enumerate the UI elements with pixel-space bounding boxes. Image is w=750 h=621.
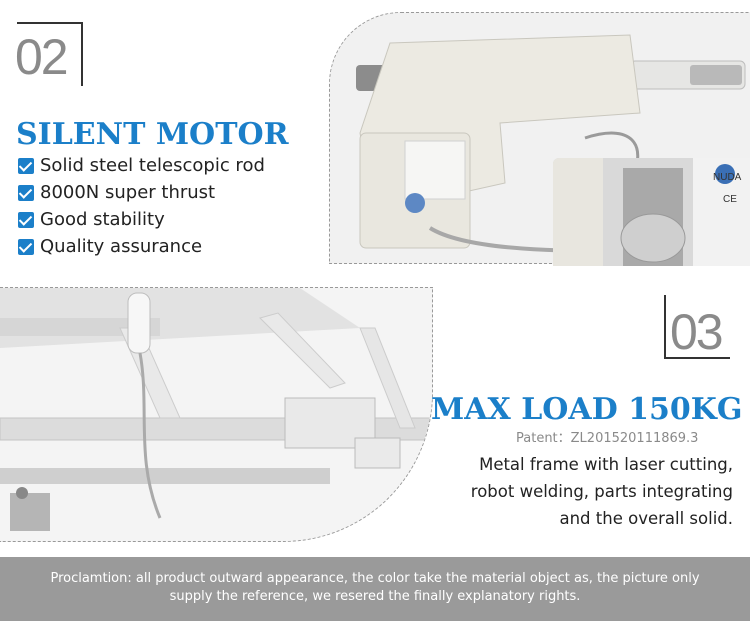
feature-item: Solid steel telescopic rod — [18, 155, 265, 176]
feature-label: Good stability — [40, 209, 165, 230]
feature-label: Quality assurance — [40, 236, 203, 257]
section-number-box: 02 — [15, 22, 83, 86]
bed-frame-photo — [0, 287, 433, 542]
feature-item: Good stability — [18, 209, 165, 230]
section-number: 02 — [15, 29, 69, 85]
brand-label: NUDA — [713, 172, 742, 183]
motor-photo — [329, 12, 750, 264]
description-line: and the overall solid. — [559, 509, 733, 528]
description-line: robot welding, parts integrating — [470, 482, 733, 501]
section-title: MAX LOAD 150KG — [431, 392, 743, 427]
patent-number: Patent：ZL201520111869.3 — [516, 431, 699, 446]
feature-label: 8000N super thrust — [40, 182, 216, 203]
feature-item: Quality assurance — [18, 236, 202, 257]
rod-closeup-inset: NUDA CE — [553, 158, 750, 266]
checkbox-icon — [18, 238, 34, 255]
disclaimer-footer: Proclamtion: all product outward appeara… — [0, 557, 750, 621]
feature-item: 8000N super thrust — [18, 182, 215, 203]
checkbox-icon — [18, 157, 34, 174]
checkbox-icon — [18, 184, 34, 201]
motor-illustration — [330, 13, 750, 263]
checkbox-icon — [18, 211, 34, 228]
description-line: Metal frame with laser cutting, — [479, 455, 733, 474]
rod-closeup-illustration — [553, 158, 750, 266]
section-number: 03 — [670, 304, 724, 360]
section-title: SILENT MOTOR — [16, 117, 289, 152]
feature-label: Solid steel telescopic rod — [40, 155, 265, 176]
disclaimer-line: supply the reference, we resered the fin… — [169, 589, 581, 604]
bed-frame-illustration — [0, 288, 432, 541]
ce-mark: CE — [723, 194, 737, 205]
disclaimer-line: Proclamtion: all product outward appeara… — [50, 571, 700, 586]
section-number-box: 03 — [664, 295, 730, 359]
